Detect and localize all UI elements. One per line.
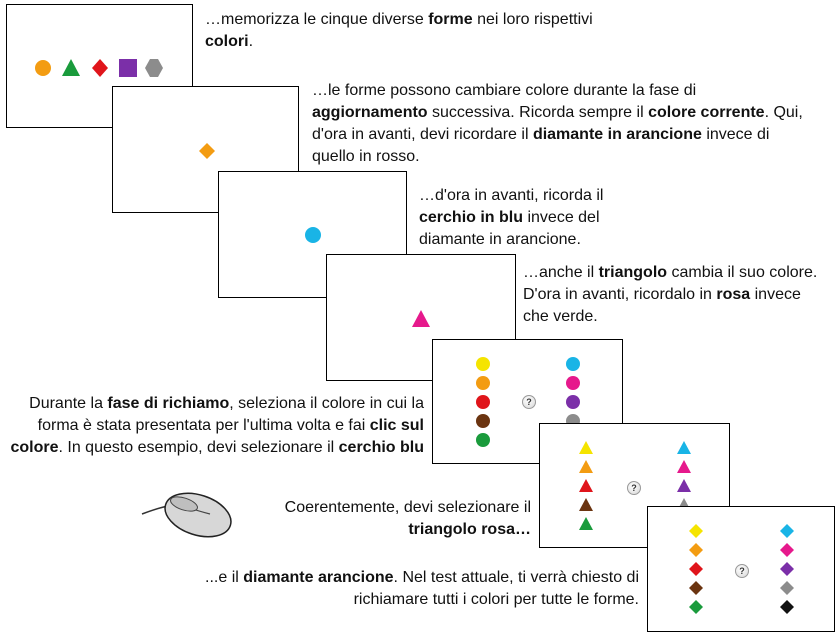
- caption-recall-triangle: Coerentemente, devi selezionare il trian…: [284, 499, 531, 538]
- color-option-diamond-magenta[interactable]: [780, 543, 794, 557]
- color-option-diamond-black[interactable]: [780, 600, 794, 614]
- magenta-triangle-shape: [412, 310, 430, 327]
- color-option-circle-green[interactable]: [476, 433, 490, 447]
- study-panel: [6, 4, 193, 128]
- color-option-circle-brown[interactable]: [476, 414, 490, 428]
- gray-hexagon-shape: [145, 59, 163, 77]
- recall-circle-svg: [476, 357, 580, 447]
- update-triangle-svg: [412, 310, 430, 327]
- color-option-circle-yellow[interactable]: [476, 357, 490, 371]
- orange-circle-shape: [35, 60, 51, 76]
- caption-update-diamond: …le forme possono cambiare colore durant…: [312, 82, 803, 165]
- purple-square-shape: [119, 59, 137, 77]
- color-option-diamond-green[interactable]: [689, 600, 703, 614]
- color-option-diamond-cyan[interactable]: [780, 524, 794, 538]
- recall-diamond-svg: [689, 524, 794, 614]
- caption-study: …memorizza le cinque diverse forme nei l…: [205, 11, 593, 50]
- color-option-circle-red[interactable]: [476, 395, 490, 409]
- color-option-triangle-magenta[interactable]: [677, 460, 691, 473]
- red-diamond-shape: [92, 59, 108, 77]
- color-option-triangle-orange[interactable]: [579, 460, 593, 473]
- caption-update-circle: …d'ora in avanti, ricorda il cerchio in …: [419, 187, 604, 248]
- color-option-triangle-purple[interactable]: [677, 479, 691, 492]
- color-option-triangle-brown[interactable]: [579, 498, 593, 511]
- computer-mouse-icon: [141, 492, 232, 538]
- caption-recall-circle: Durante la fase di richiamo, seleziona i…: [10, 395, 424, 456]
- caption-update-triangle: …anche il triangolo cambia il suo colore…: [523, 264, 818, 325]
- color-option-triangle-red[interactable]: [579, 479, 593, 492]
- study-shapes: [35, 59, 163, 77]
- question-mark-icon: ?: [735, 564, 749, 578]
- color-option-circle-magenta[interactable]: [566, 376, 580, 390]
- color-option-diamond-red[interactable]: [689, 562, 703, 576]
- orange-diamond-shape: [199, 143, 215, 159]
- color-option-circle-cyan[interactable]: [566, 357, 580, 371]
- question-mark-icon: ?: [627, 481, 641, 495]
- question-mark-icon: ?: [522, 395, 536, 409]
- color-option-triangle-cyan[interactable]: [677, 441, 691, 454]
- green-triangle-shape: [62, 59, 80, 76]
- recall-panel-diamond: ?: [647, 506, 835, 632]
- color-option-diamond-orange[interactable]: [689, 543, 703, 557]
- color-option-diamond-yellow[interactable]: [689, 524, 703, 538]
- update-circle-svg: [305, 227, 321, 243]
- color-option-diamond-brown[interactable]: [689, 581, 703, 595]
- color-option-diamond-gray[interactable]: [780, 581, 794, 595]
- color-option-circle-purple[interactable]: [566, 395, 580, 409]
- color-option-triangle-green[interactable]: [579, 517, 593, 530]
- color-option-triangle-yellow[interactable]: [579, 441, 593, 454]
- update-diamond-svg: [199, 143, 215, 159]
- color-option-diamond-purple[interactable]: [780, 562, 794, 576]
- color-option-circle-orange[interactable]: [476, 376, 490, 390]
- cyan-circle-shape: [305, 227, 321, 243]
- caption-recall-diamond: ...e il diamante arancione. Nel test att…: [205, 569, 639, 608]
